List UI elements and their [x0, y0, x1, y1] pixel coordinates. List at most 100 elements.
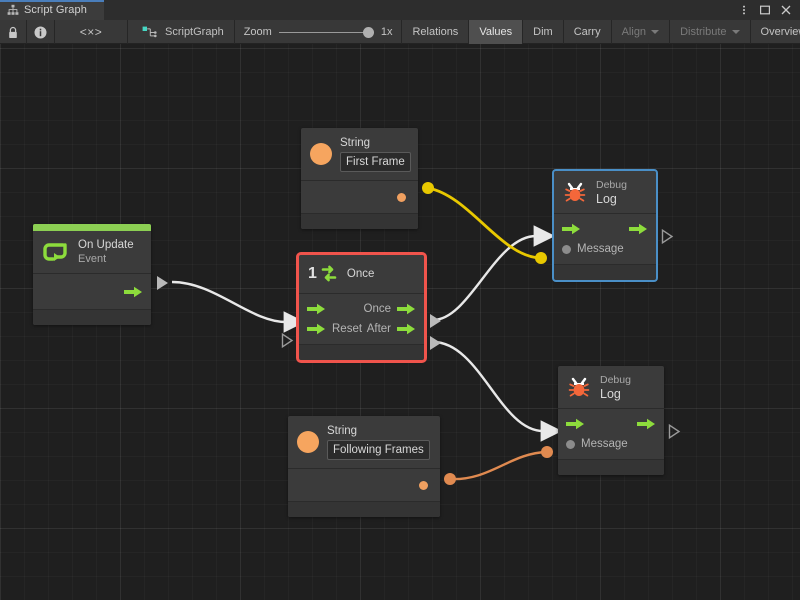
node-once[interactable]: 1 Once Once: [296, 252, 427, 363]
once-counter-icon: 1: [308, 264, 339, 284]
node-header: String First Frame: [301, 128, 418, 181]
after-out-port[interactable]: After: [367, 323, 416, 335]
flow-out-port[interactable]: [124, 286, 143, 298]
lock-button[interactable]: [0, 20, 27, 44]
carry-button[interactable]: Carry: [564, 20, 612, 44]
chevron-down-icon: [651, 30, 660, 34]
scriptgraph-icon: [142, 26, 157, 39]
node-title: On Update: [78, 239, 134, 251]
once-badge: 1: [308, 265, 317, 282]
node-footer: [33, 310, 151, 325]
message-in-port[interactable]: Message: [566, 438, 628, 450]
node-title: String: [327, 425, 358, 437]
relations-label: Relations: [412, 26, 459, 38]
wire-endpoint-following-out: [444, 473, 456, 485]
bug-icon: [563, 180, 587, 204]
graph-canvas[interactable]: On Update Event: [0, 44, 800, 600]
string-value-icon: [297, 431, 319, 453]
reset-in-port[interactable]: Reset: [307, 323, 362, 335]
flow-out-port[interactable]: [637, 418, 656, 430]
flow-out-connector-arrow[interactable]: [156, 275, 170, 291]
node-header: Debug Log: [554, 171, 656, 214]
zoom-slider[interactable]: [278, 25, 374, 39]
flow-arrow-icon: [307, 303, 325, 315]
flow-in-port[interactable]: [566, 418, 585, 430]
flow-in-port[interactable]: [562, 223, 581, 235]
node-on-update[interactable]: On Update Event: [33, 224, 151, 325]
graph-asset-label: ScriptGraph: [128, 20, 235, 44]
script-graph-icon: [7, 4, 19, 16]
distribute-label: Distribute: [680, 26, 727, 38]
zoom-value: 1x: [380, 26, 393, 38]
node-body: [33, 274, 151, 310]
code-view-button[interactable]: <×>: [55, 20, 128, 44]
value-out-port[interactable]: [397, 192, 406, 202]
relations-button[interactable]: Relations: [402, 20, 470, 44]
flow-arrow-icon: [566, 418, 584, 430]
once-out-label: Once: [363, 303, 392, 315]
flow-arrow-icon: [124, 286, 142, 297]
flow-out-port[interactable]: [629, 223, 648, 235]
once-out-connector-arrow[interactable]: [429, 313, 443, 329]
wire-firstframe-to-message: [427, 186, 541, 260]
node-debug-log-top[interactable]: Debug Log: [552, 169, 658, 282]
info-icon: [34, 26, 47, 39]
port-row-message: Message: [554, 239, 656, 259]
info-button[interactable]: [27, 20, 55, 44]
node-body: Message: [554, 214, 656, 265]
window-controls: [738, 0, 800, 20]
maximize-icon[interactable]: [759, 4, 771, 16]
window-tab-bar: Script Graph: [0, 0, 800, 20]
values-label: Values: [479, 26, 513, 38]
distribute-dropdown[interactable]: Distribute: [670, 20, 751, 44]
dim-button[interactable]: Dim: [523, 20, 564, 44]
value-out-port[interactable]: [419, 480, 428, 490]
wire-following-to-message: [449, 450, 548, 481]
string-value-input[interactable]: Following Frames: [327, 440, 430, 460]
node-footer: [554, 265, 656, 280]
values-button[interactable]: Values: [469, 20, 524, 44]
port-row-reset-after: Reset After: [299, 319, 424, 339]
flow-arrow-icon: [307, 323, 325, 335]
port-row-message: Message: [558, 434, 664, 454]
wire-endpoint-firstframe-out: [422, 182, 434, 194]
align-dropdown[interactable]: Align: [612, 20, 671, 44]
graph-toolbar: <×> ScriptGraph Zoom 1x Relations: [0, 20, 800, 44]
after-out-label: After: [366, 323, 391, 335]
reset-in-connector-arrow[interactable]: [281, 333, 294, 348]
debug-log-bottom-out-connector-arrow[interactable]: [668, 424, 681, 439]
node-title: Debug: [600, 374, 631, 386]
string-value-input[interactable]: First Frame: [340, 152, 411, 172]
message-label: Message: [581, 438, 628, 450]
flow-in-port[interactable]: [307, 303, 326, 315]
node-body: Message: [558, 409, 664, 460]
kebab-menu-icon[interactable]: [738, 4, 750, 16]
node-debug-log-bottom[interactable]: Debug Log: [558, 366, 664, 475]
tab-script-graph[interactable]: Script Graph: [0, 0, 104, 20]
wire-once-to-debuglog-bottom: [432, 340, 563, 442]
message-in-port[interactable]: Message: [562, 243, 624, 255]
overview-button[interactable]: Overview: [751, 20, 800, 44]
message-port-dot: [562, 244, 571, 254]
flow-arrow-icon: [397, 323, 415, 335]
lock-icon: [7, 26, 19, 39]
node-header: Debug Log: [558, 366, 664, 409]
node-string-first-frame[interactable]: String First Frame: [301, 128, 418, 229]
zoom-label: Zoom: [243, 26, 272, 38]
zoom-slider-knob[interactable]: [362, 26, 374, 38]
debug-log-top-out-connector-arrow[interactable]: [661, 229, 674, 244]
wire-endpoint-debuglogbottom-message: [541, 446, 553, 458]
port-row-once: Once: [299, 299, 424, 319]
node-header-text: Debug Log: [600, 373, 631, 401]
after-out-connector-arrow[interactable]: [429, 335, 443, 351]
dim-label: Dim: [533, 26, 553, 38]
node-footer: [301, 214, 418, 229]
node-footer: [558, 460, 664, 475]
node-string-following-frames[interactable]: String Following Frames: [288, 416, 440, 517]
string-value-icon: [310, 143, 332, 165]
close-icon[interactable]: [780, 4, 792, 16]
node-header: 1 Once: [299, 255, 424, 294]
code-icon: <×>: [79, 25, 103, 39]
once-out-port[interactable]: Once: [364, 303, 417, 315]
